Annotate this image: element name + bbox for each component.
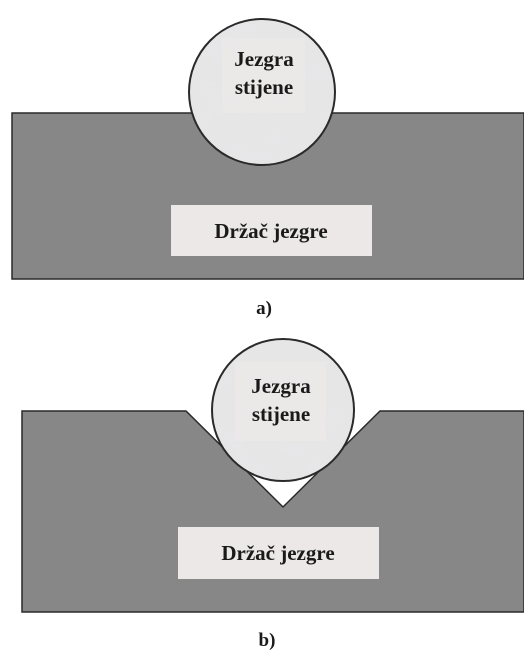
core-label-line1: Jezgra [234,47,294,71]
panel-b: Jezgra stijene Držač jezgre b) [21,338,524,651]
holder-label-box [178,527,379,579]
core-label-box [235,362,326,441]
core-label-box [222,38,305,113]
core-label-line1: Jezgra [251,374,311,398]
panel-caption: b) [259,630,276,651]
core-label-line2: stijene [252,402,310,426]
core-label-line2: stijene [235,75,293,99]
holder-label-box [171,205,372,256]
panel-caption: a) [256,298,272,319]
holder-label: Držač jezgre [214,219,327,243]
holder-label: Držač jezgre [221,541,334,565]
v-groove-holder-block [21,410,524,613]
panel-a: Jezgra stijene Držač jezgre a) [11,18,524,319]
